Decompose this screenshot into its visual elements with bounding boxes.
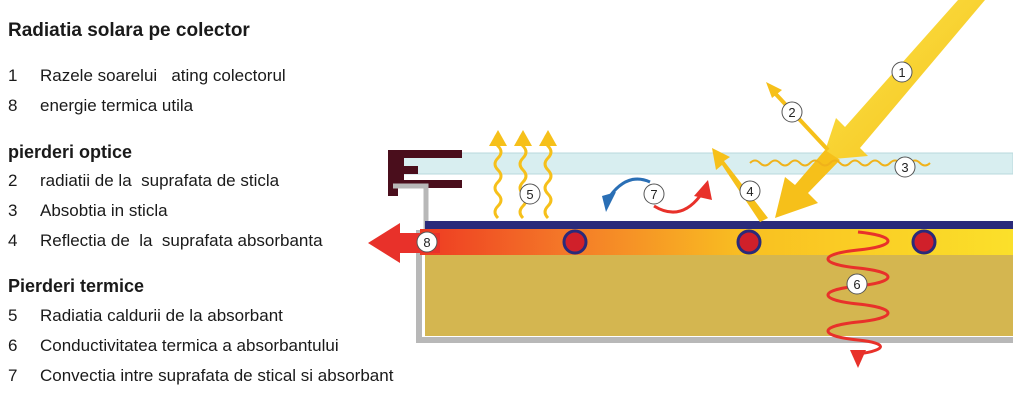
radiation-wave [493, 132, 503, 220]
absorber-tube [562, 229, 588, 255]
collector-frame [416, 230, 1013, 343]
legend-item-label: Absobtia in sticla [40, 201, 168, 220]
convection-arrowhead-red [694, 180, 712, 200]
callout-5-label: 5 [526, 187, 533, 202]
legend-item-number: 5 [8, 306, 18, 325]
legend-item-label: Razele soarelui ating colectorul [40, 66, 286, 85]
absorber-reflection-ray [712, 148, 768, 222]
callout-5: 5 [519, 183, 541, 205]
glass-reflection-ray [770, 88, 830, 152]
callout-6-label: 6 [853, 277, 860, 292]
radiation-wave [543, 132, 553, 220]
radiation-arrowhead [539, 130, 557, 146]
absorber-tube [736, 229, 762, 255]
legend-item-7: 7 Convectia intre suprafata de stical si … [8, 366, 393, 386]
callout-1: 1 [891, 61, 913, 83]
legend-item-label: Radiatia caldurii de la absorbant [40, 306, 283, 325]
legend-item-number: 1 [8, 66, 18, 85]
glass-reflection-arrowhead [766, 82, 782, 98]
legend-item-number: 2 [8, 171, 18, 190]
convection-arrow-red [653, 195, 702, 214]
absorber-tube [911, 229, 937, 255]
legend-item-2: 2 radiatii de la suprafata de sticla [8, 171, 279, 191]
convection-arrowhead-blue [602, 192, 616, 212]
legend-item-5: 5 Radiatia caldurii de la absorbant [8, 306, 283, 326]
callout-4: 4 [739, 180, 761, 202]
collector-body [425, 255, 1013, 336]
absorber-plate [425, 221, 1013, 229]
callout-8: 8 [416, 231, 438, 253]
legend-item-1: 1 Razele soarelui ating colectorul [8, 66, 286, 86]
legend-title: Radiatia solara pe colector [8, 20, 250, 41]
radiation-arrowhead [489, 130, 507, 146]
callout-1-label: 1 [898, 65, 905, 80]
conduction-arrowhead [850, 350, 866, 368]
legend-item-number: 8 [8, 96, 18, 115]
radiation-wave [518, 132, 528, 220]
convection-arrow-blue [608, 177, 651, 197]
legend-item-label: Convectia intre suprafata de stical si a… [40, 366, 394, 385]
legend-item-6: 6 Conductivitatea termica a absorbantului [8, 336, 339, 356]
callout-2-label: 2 [788, 105, 795, 120]
legend-item-number: 7 [8, 366, 18, 385]
callout-4-label: 4 [746, 184, 753, 199]
legend-heading-thermal: Pierderi termice [8, 276, 145, 296]
legend-item-number: 3 [8, 201, 18, 220]
legend-item-4: 4 Reflectia de la suprafata absorbanta [8, 231, 323, 251]
callout-8-label: 8 [423, 235, 430, 250]
absorbed-ray [775, 150, 840, 218]
legend-item-label: radiatii de la suprafata de sticla [40, 171, 280, 190]
callout-3-label: 3 [901, 160, 908, 175]
legend-item-number: 6 [8, 336, 18, 355]
legend-item-label: energie termica utila [40, 96, 194, 115]
radiation-arrowhead [514, 130, 532, 146]
frame-side [393, 183, 429, 230]
callout-3: 3 [894, 156, 916, 178]
conduction-spiral [826, 230, 890, 356]
legend-item-number: 4 [8, 231, 18, 250]
callout-2: 2 [781, 101, 803, 123]
callout-7: 7 [643, 183, 665, 205]
legend-item-3: 3 Absobtia in sticla [8, 201, 168, 221]
callout-6: 6 [846, 273, 868, 295]
callout-7-label: 7 [650, 187, 657, 202]
legend-heading-optical: pierderi optice [8, 142, 133, 162]
legend-item-label: Conductivitatea termica a absorbantului [40, 336, 339, 355]
legend-item-label: Reflectia de la suprafata absorbanta [40, 231, 323, 250]
legend-item-8: 8 energie termica utila [8, 96, 193, 116]
